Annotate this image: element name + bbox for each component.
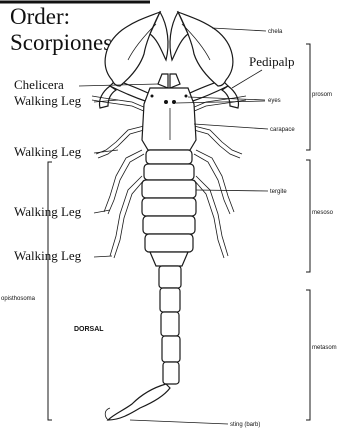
lateral-eye-right [185,95,188,98]
bracket-metasoma [306,290,310,420]
carapace [142,88,196,150]
label-metasoma: metasom [312,345,337,351]
label-tergite: tergite [270,189,287,195]
leader-pedipalp [232,70,262,88]
label-pedipalp: Pedipalp [249,54,295,69]
leader-walking-leg-4 [94,256,112,257]
leader-chela [212,28,266,31]
label-dorsal: DORSAL [74,326,104,333]
median-eye-left [164,100,168,104]
label-eyes: eyes [268,98,281,104]
lateral-eye-left [151,95,154,98]
label-chela: chela [268,29,283,35]
metasoma-segments [159,266,181,384]
bracket-prosoma [306,44,310,150]
leader-sting [130,420,228,424]
mesosoma-segments [142,150,196,266]
bracket-opisthosoma [48,162,52,420]
pedipalp-left-femur [99,86,116,108]
leader-walking-leg-2 [94,150,118,153]
label-prosoma: prosom [312,92,332,98]
title-line-1: Order: [10,4,70,29]
label-walking-leg-1: Walking Leg [14,93,82,108]
label-mesosoma: mesoso [312,210,334,216]
median-eye-right [172,100,176,104]
legs-right [192,96,246,258]
scorpion-body [92,12,246,420]
label-carapace: carapace [270,127,295,133]
telson [108,384,170,420]
legs-left [92,96,146,258]
leader-tergite [196,190,268,191]
chelicera-right [170,74,180,88]
bracket-mesosoma [306,160,310,272]
label-sting: sting (barb) [230,422,260,428]
leader-carapace [194,124,268,129]
label-opisthosoma: opisthosoma [1,296,36,302]
label-walking-leg-2: Walking Leg [14,144,82,159]
leader-walking-leg-3 [94,210,110,213]
chelicera-left [158,74,168,88]
title-line-2: Scorpiones [10,30,112,55]
label-chelicera: Chelicera [14,77,64,92]
